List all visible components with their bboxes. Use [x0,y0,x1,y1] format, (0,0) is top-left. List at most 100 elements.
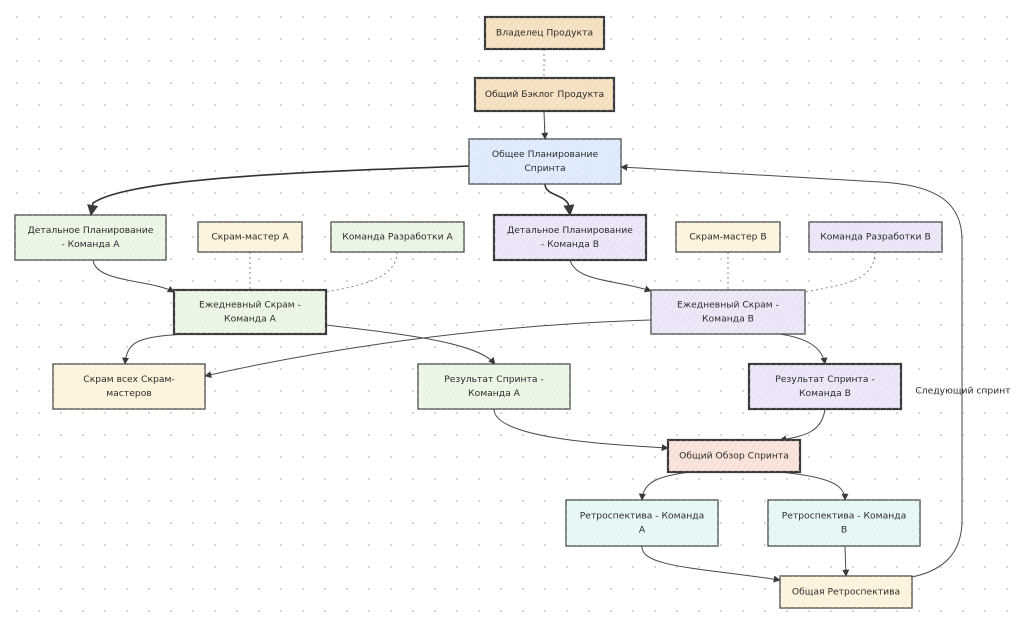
edge-line-backlog-planning [541,110,549,140]
node-hatch-smB [676,222,780,252]
edge-label-retro-planning: Следующий спринт [915,386,1011,397]
node-hatch-dailyB [651,290,805,334]
edge-devB-dailyB [804,251,876,293]
edge-line-retroA-retro [641,545,781,583]
node-label-dailyB-line-1: Ежедневный Скрам - [677,300,779,311]
node-label-resA-line-2: Команда А [468,388,521,399]
edge-resA-review [493,408,669,452]
node-label-planA-line-2: - Команда А [61,239,120,250]
edge-review-retroB [779,471,849,501]
node-resA[interactable]: Результат Спринта - Команда А [417,363,571,410]
node-hatch-sos [53,364,205,409]
node-devB[interactable]: Команда Разработки В [808,221,943,253]
node-hatch-retroB [768,500,920,546]
edge-line-dailyA-resA [325,324,496,365]
edge-line-review-retroB [779,471,849,501]
edge-planB-dailyB [569,259,652,293]
edge-line-dailyB-sos [204,319,652,379]
edge-review-retroA [638,471,691,501]
edge-resB-review [779,408,826,443]
node-hatch-dailyA [174,290,326,334]
node-resB[interactable]: Результат Спринта - Команда В [747,362,903,411]
node-label-planB-line-1: Детальное Планирование [507,225,633,236]
node-hatch-resA [418,364,570,409]
edge-line-devA-dailyA [325,251,398,293]
edge-backlog-planning [541,110,549,140]
node-label-devA-line-1: Команда Разработки А [342,232,453,243]
edge-line-dailyB-resB [779,333,828,365]
node-smA[interactable]: Скрам-мастер А [197,221,303,253]
edge-line-planB-dailyB [569,259,652,293]
node-label-review-line-1: Общий Обзор Спринта [679,451,789,462]
node-hatch-resB [749,364,901,409]
edge-line-review-retroA [638,471,691,501]
node-hatch-planA [15,215,166,260]
edge-line-planning-planA [87,165,470,217]
node-hatch-retroA [566,500,718,546]
node-label-planA-line-1: Детальное Планирование [28,225,154,236]
node-devA[interactable]: Команда Разработки А [330,221,465,253]
node-label-resB-line-1: Результат Спринта - [775,374,875,385]
node-label-dailyA-line-2: Команда А [224,314,277,325]
edge-line-dailyA-sos [122,333,186,365]
node-label-backlog-line-1: Общий Бэклог Продукта [485,89,604,100]
node-label-planB-line-2: - Команда В [541,239,599,250]
node-label-planning-line-2: Спринта [524,163,565,174]
node-hatch-retro [780,576,912,608]
node-hatch-devB [809,222,942,252]
node-hatch-planning [469,139,621,184]
node-planA[interactable]: Детальное Планирование - Команда А [14,214,167,261]
node-label-smA-line-1: Скрам-мастер А [211,232,289,243]
node-label-dailyA-line-1: Ежедневный Скрам - [199,300,301,311]
edge-planning-planA [87,165,470,217]
edge-line-planning-planB [544,183,575,217]
edge-line-retroB-retro [842,545,850,577]
node-label-resA-line-1: Результат Спринта - [444,374,544,385]
edge-line-resB-review [779,408,826,443]
node-smB[interactable]: Скрам-мастер В [675,221,781,253]
edge-dailyA-resA [325,324,496,365]
node-planB[interactable]: Детальное Планирование - Команда В [492,213,648,262]
node-backlog[interactable]: Общий Бэклог Продукта [473,76,616,113]
node-retro[interactable]: Общая Ретроспектива [779,575,913,609]
node-label-retroA-line-2: А [639,525,646,536]
node-label-dailyB-line-2: Команда В [702,314,754,325]
node-label-resB-line-2: Команда В [799,388,851,399]
node-label-sos-line-2: мастеров [106,388,152,399]
edge-devA-dailyA [325,251,398,293]
node-label-retroA-line-1: Ретроспектива - Команда [580,511,704,522]
edge-dailyB-sos [204,319,652,379]
node-label-sos-line-1: Скрам всех Скрам- [83,374,174,385]
node-sos[interactable]: Скрам всех Скрам-мастеров [52,363,206,410]
node-hatch-review [668,440,800,472]
edge-line-devB-dailyB [804,251,876,293]
node-hatch-backlog [475,78,614,111]
edge-line-planA-dailyA [92,259,175,293]
node-label-smB-line-1: Скрам-мастер В [689,232,766,243]
node-hatch-planB [494,215,646,260]
edge-dailyA-sos [122,333,186,365]
node-label-retro-line-1: Общая Ретроспектива [792,587,900,598]
node-review[interactable]: Общий Обзор Спринта [666,438,802,474]
node-label-planning-line-1: Общее Планирование [492,149,599,160]
node-label-retroB-line-1: Ретроспектива - Команда [782,511,906,522]
node-label-po-line-1: Владелец Продукта [496,28,593,39]
edge-retroA-retro [641,545,781,583]
node-dailyB[interactable]: Ежедневный Скрам - Команда В [650,289,806,335]
node-dailyA[interactable]: Ежедневный Скрам - Команда А [172,288,328,336]
node-label-devB-line-1: Команда Разработки В [820,232,931,243]
edge-line-resA-review [493,408,669,452]
node-hatch-devA [331,222,464,252]
edge-dailyB-resB [779,333,828,365]
node-po[interactable]: Владелец Продукта [483,15,606,51]
node-hatch-po [485,17,604,49]
edges-layer: Следующий спринт [87,49,1011,583]
node-label-retroB-line-2: В [841,525,847,536]
edge-planA-dailyA [92,259,175,293]
edge-retro-planning: Следующий спринт [620,163,1011,578]
